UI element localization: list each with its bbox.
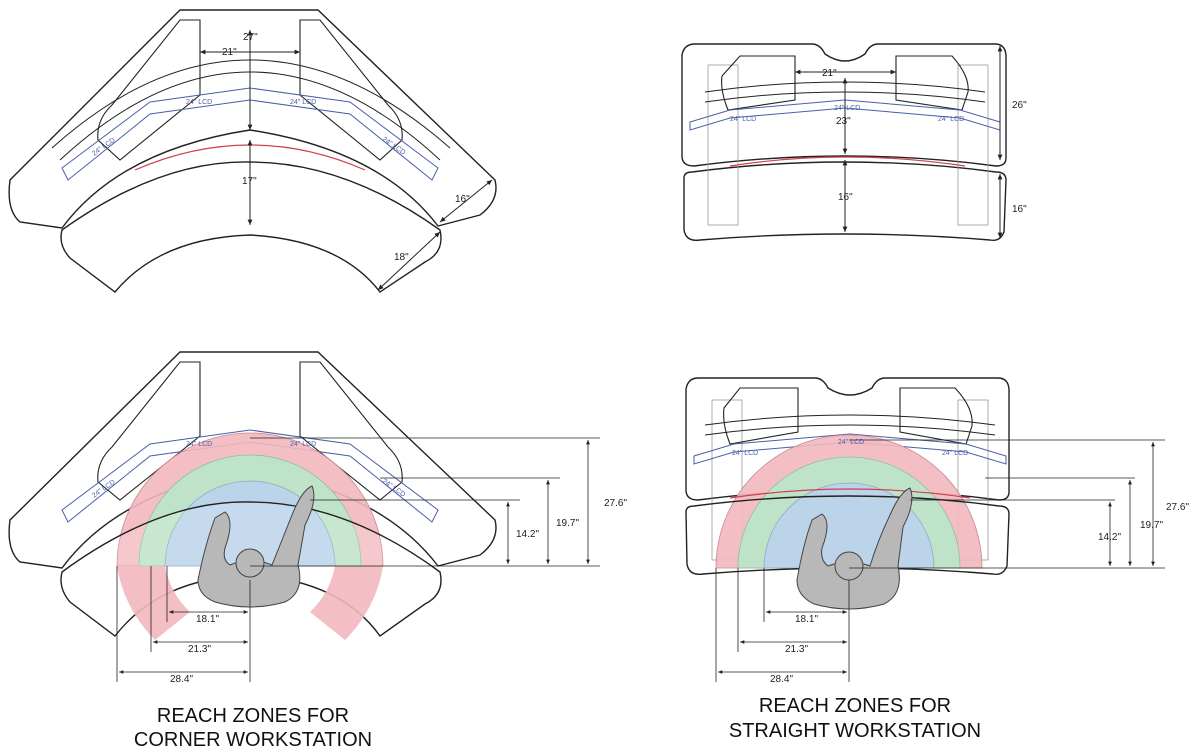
corner-lcd-outline: [61, 87, 439, 181]
straight-title-line2: STRAIGHT WORKSTATION: [729, 720, 981, 742]
straight-reach-lcd-label: 24" LCD: [838, 439, 864, 446]
corner-dim-side16: 16": [455, 194, 470, 205]
straight-panel-left: [721, 55, 796, 111]
corner-panel-right: [299, 19, 403, 161]
corner-dim-width: 27": [243, 32, 258, 43]
straight-lcd-label: 24" LCD: [938, 116, 964, 123]
straight-reach-desk: [685, 377, 1010, 501]
corner-reach: [8, 351, 600, 682]
corner-dim-depth: 17": [242, 176, 257, 187]
straight-reach-panel-left: [723, 387, 799, 445]
corner-lcd-label: 24" LCD: [91, 137, 117, 158]
corner-lcd-label: 24" LCD: [186, 99, 212, 106]
straight-dim-depth-top: 26": [1012, 100, 1027, 111]
straight-panel-right: [895, 55, 969, 111]
straight-reach-lcd-label: 24" LCD: [732, 450, 758, 457]
corner-dim-gap: 21": [222, 47, 237, 58]
corner-monitor-arm: [51, 59, 451, 149]
straight-reach-panel-right: [899, 387, 973, 445]
corner-height-outer: 27.6": [604, 498, 627, 509]
straight-plan: [681, 43, 1007, 242]
corner-reach-panel-right: [299, 361, 403, 501]
straight-height-inner: 14.2": [1098, 532, 1121, 543]
straight-reach-tray: [685, 495, 1010, 576]
straight-reach-arm: [704, 414, 996, 426]
corner-reach-zone-lower: [117, 566, 190, 640]
straight-reach-arm: [704, 424, 996, 436]
corner-plan: [8, 9, 497, 293]
straight-keyboard-line: [729, 488, 971, 499]
straight-lcd-label: 24" LCD: [730, 116, 756, 123]
corner-title-line2: CORNER WORKSTATION: [134, 729, 372, 751]
straight-height-outer: 27.6": [1166, 502, 1189, 513]
straight-desk-surface: [681, 43, 1007, 167]
corner-reach-zone-lower: [310, 566, 383, 640]
straight-dim-depth: 16": [838, 192, 853, 203]
corner-lcd-label: 24" LCD: [290, 99, 316, 106]
straight-keyboard-tray: [683, 161, 1007, 242]
corner-dim-side18: 18": [394, 252, 409, 263]
corner-panel-left: [97, 19, 201, 161]
straight-reach-lcd: [693, 433, 1007, 465]
corner-reach-lcd: [61, 429, 439, 523]
straight-person-head: [834, 551, 864, 581]
straight-reach: [685, 377, 1165, 682]
corner-radius-inner: 18.1": [196, 614, 219, 625]
corner-reach-lcd-label: 24" LCD: [290, 441, 316, 448]
straight-radius-middle: 21.3": [785, 644, 808, 655]
straight-person-figure: [796, 487, 913, 610]
straight-dim-inner: 23": [836, 116, 851, 127]
straight-radius-inner: 18.1": [795, 614, 818, 625]
corner-reach-lcd-label: 24" LCD: [186, 441, 212, 448]
straight-dim-side16: 16": [1012, 204, 1027, 215]
corner-reach-lcd-label: 24" LCD: [91, 479, 117, 500]
straight-height-middle: 19.7": [1140, 520, 1163, 531]
straight-radius-outer: 28.4": [770, 674, 793, 685]
corner-height-middle: 19.7": [556, 518, 579, 529]
corner-height-inner: 14.2": [516, 529, 539, 540]
corner-radius-middle: 21.3": [188, 644, 211, 655]
corner-title-line1: REACH ZONES FOR: [157, 705, 349, 727]
straight-reach-lcd-label: 24" LCD: [942, 450, 968, 457]
straight-keyboard-line: [729, 156, 966, 167]
straight-title-line1: REACH ZONES FOR: [759, 695, 951, 717]
person-figure: [197, 485, 315, 608]
straight-lcd-label: 24" LCD: [834, 105, 860, 112]
straight-dim-gap: 21": [822, 68, 837, 79]
corner-radius-outer: 28.4": [170, 674, 193, 685]
person-head: [235, 548, 265, 578]
